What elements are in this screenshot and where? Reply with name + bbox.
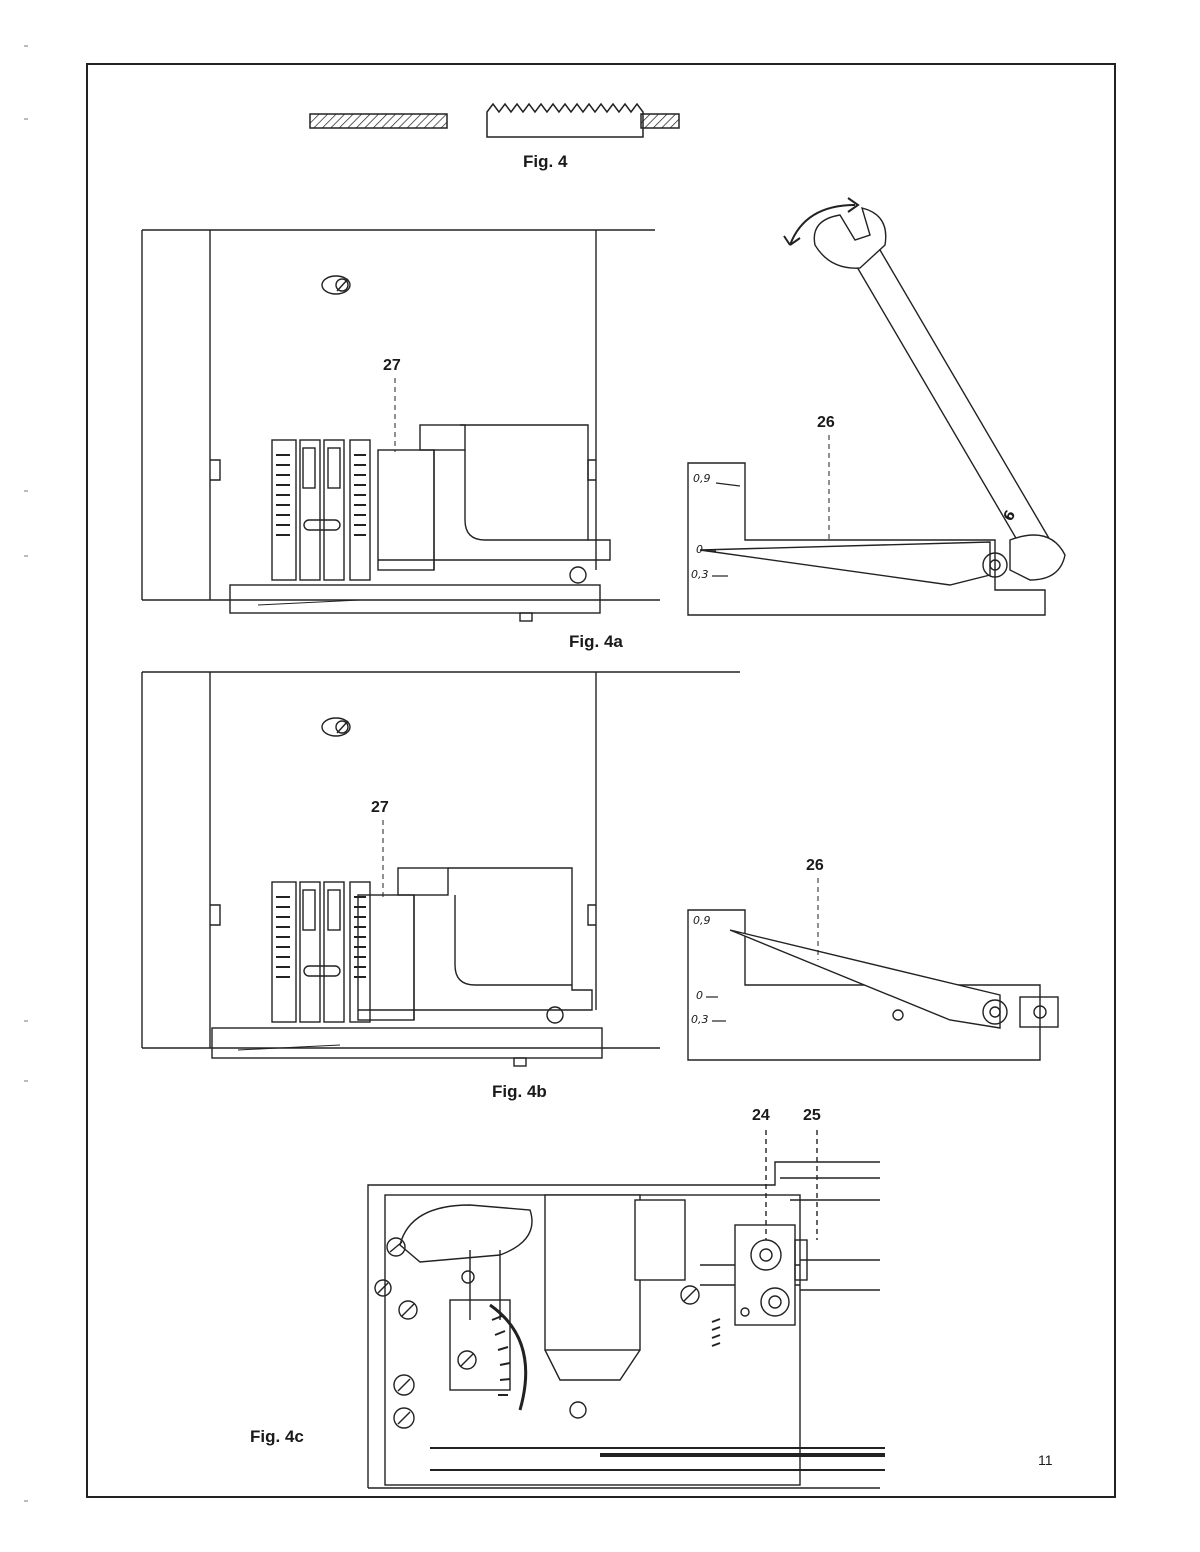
callout-25: 25 — [803, 1107, 821, 1124]
scale-label-0: 0 — [696, 989, 703, 1002]
callout-26: 26 — [806, 857, 824, 874]
fig4-drawing — [309, 102, 680, 138]
margin-mark — [24, 118, 28, 120]
fig4c-caption: Fig. 4c — [250, 1427, 304, 1446]
scale-label-0-3: 0,3 — [691, 568, 709, 581]
page-number: 11 — [1038, 1452, 1053, 1468]
page-frame — [86, 63, 1116, 1498]
margin-mark — [24, 1500, 28, 1502]
callout-27: 27 — [383, 357, 401, 374]
fig4b-caption: Fig. 4b — [492, 1082, 547, 1101]
gauge-ticks — [706, 482, 741, 1022]
fig4b-front-view — [141, 671, 740, 1067]
fig4-caption: Fig. 4 — [523, 152, 568, 171]
callout-27: 27 — [371, 799, 389, 816]
fig4a-gauge-drawing — [687, 197, 1066, 616]
margin-mark — [24, 1020, 28, 1022]
fig4a-front-view — [141, 229, 660, 622]
fig4c-mechanism-drawing — [367, 1130, 885, 1489]
fig4a-caption: Fig. 4a — [569, 632, 623, 651]
scale-label-0-3: 0,3 — [691, 1013, 709, 1026]
margin-mark — [24, 555, 28, 557]
margin-mark — [24, 490, 28, 492]
scale-label-0-9: 0,9 — [693, 472, 711, 485]
scale-label-0: 0 — [696, 543, 703, 556]
callout-26: 26 — [817, 414, 835, 431]
margin-mark — [24, 45, 28, 47]
fig4b-gauge-drawing — [687, 909, 1059, 1061]
callout-leaders — [382, 378, 830, 960]
callout-24: 24 — [752, 1107, 770, 1124]
scale-label-0-9: 0,9 — [693, 914, 711, 927]
margin-mark — [24, 1080, 28, 1082]
